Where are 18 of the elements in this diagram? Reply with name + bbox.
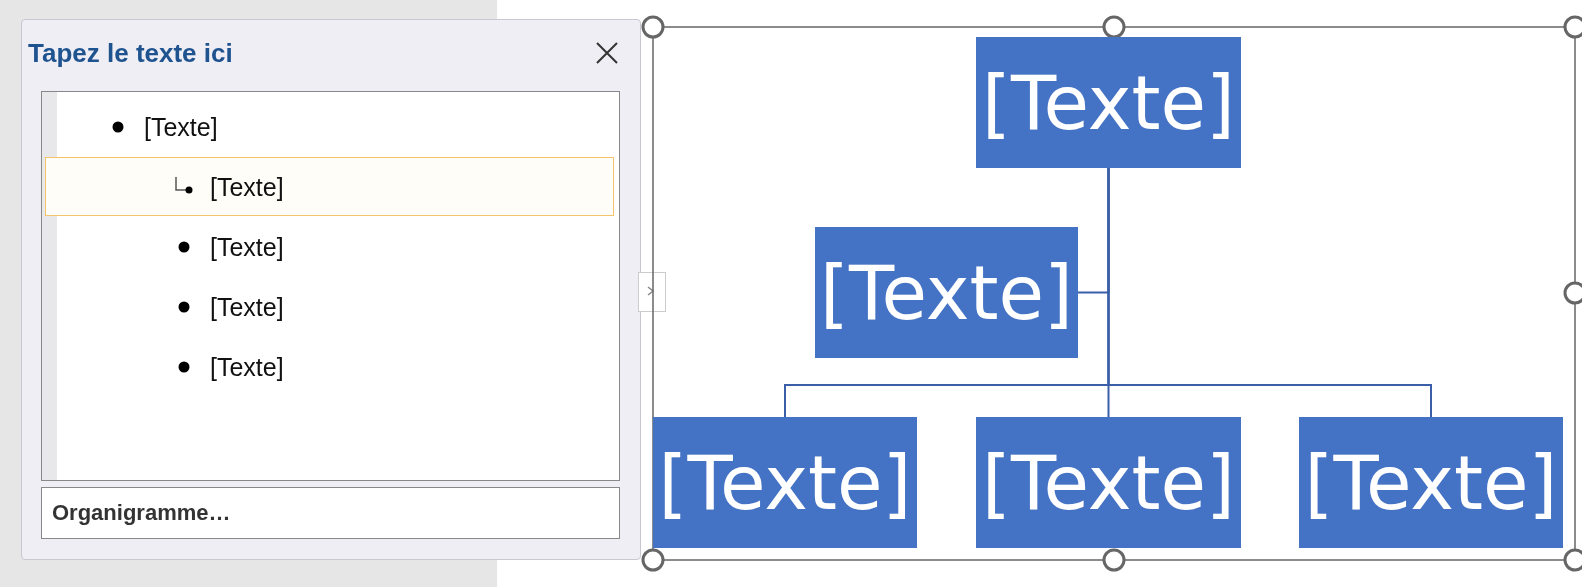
box-label: [Texte] bbox=[820, 249, 1073, 336]
org-chart-box bbox=[653, 417, 917, 548]
box-label: [Texte] bbox=[1304, 439, 1558, 526]
list-item: [Texte] bbox=[210, 293, 284, 322]
connector-line bbox=[1107, 167, 1432, 418]
org-chart-box bbox=[1299, 417, 1563, 548]
box-label: [Texte] bbox=[658, 439, 912, 526]
list-item: [Texte] bbox=[210, 353, 284, 382]
chart-type-text: Organigramme… bbox=[52, 500, 231, 526]
org-chart-box bbox=[976, 417, 1241, 548]
pane-title: Tapez le texte ici bbox=[28, 38, 233, 69]
box-label: [Texte] bbox=[982, 439, 1235, 526]
list-item: [Texte] bbox=[144, 113, 218, 142]
box-label: [Texte] bbox=[982, 59, 1235, 146]
org-chart-box bbox=[815, 227, 1078, 358]
list-item: [Texte] bbox=[210, 173, 284, 202]
list-item: [Texte] bbox=[210, 233, 284, 262]
org-chart-box bbox=[976, 37, 1241, 168]
